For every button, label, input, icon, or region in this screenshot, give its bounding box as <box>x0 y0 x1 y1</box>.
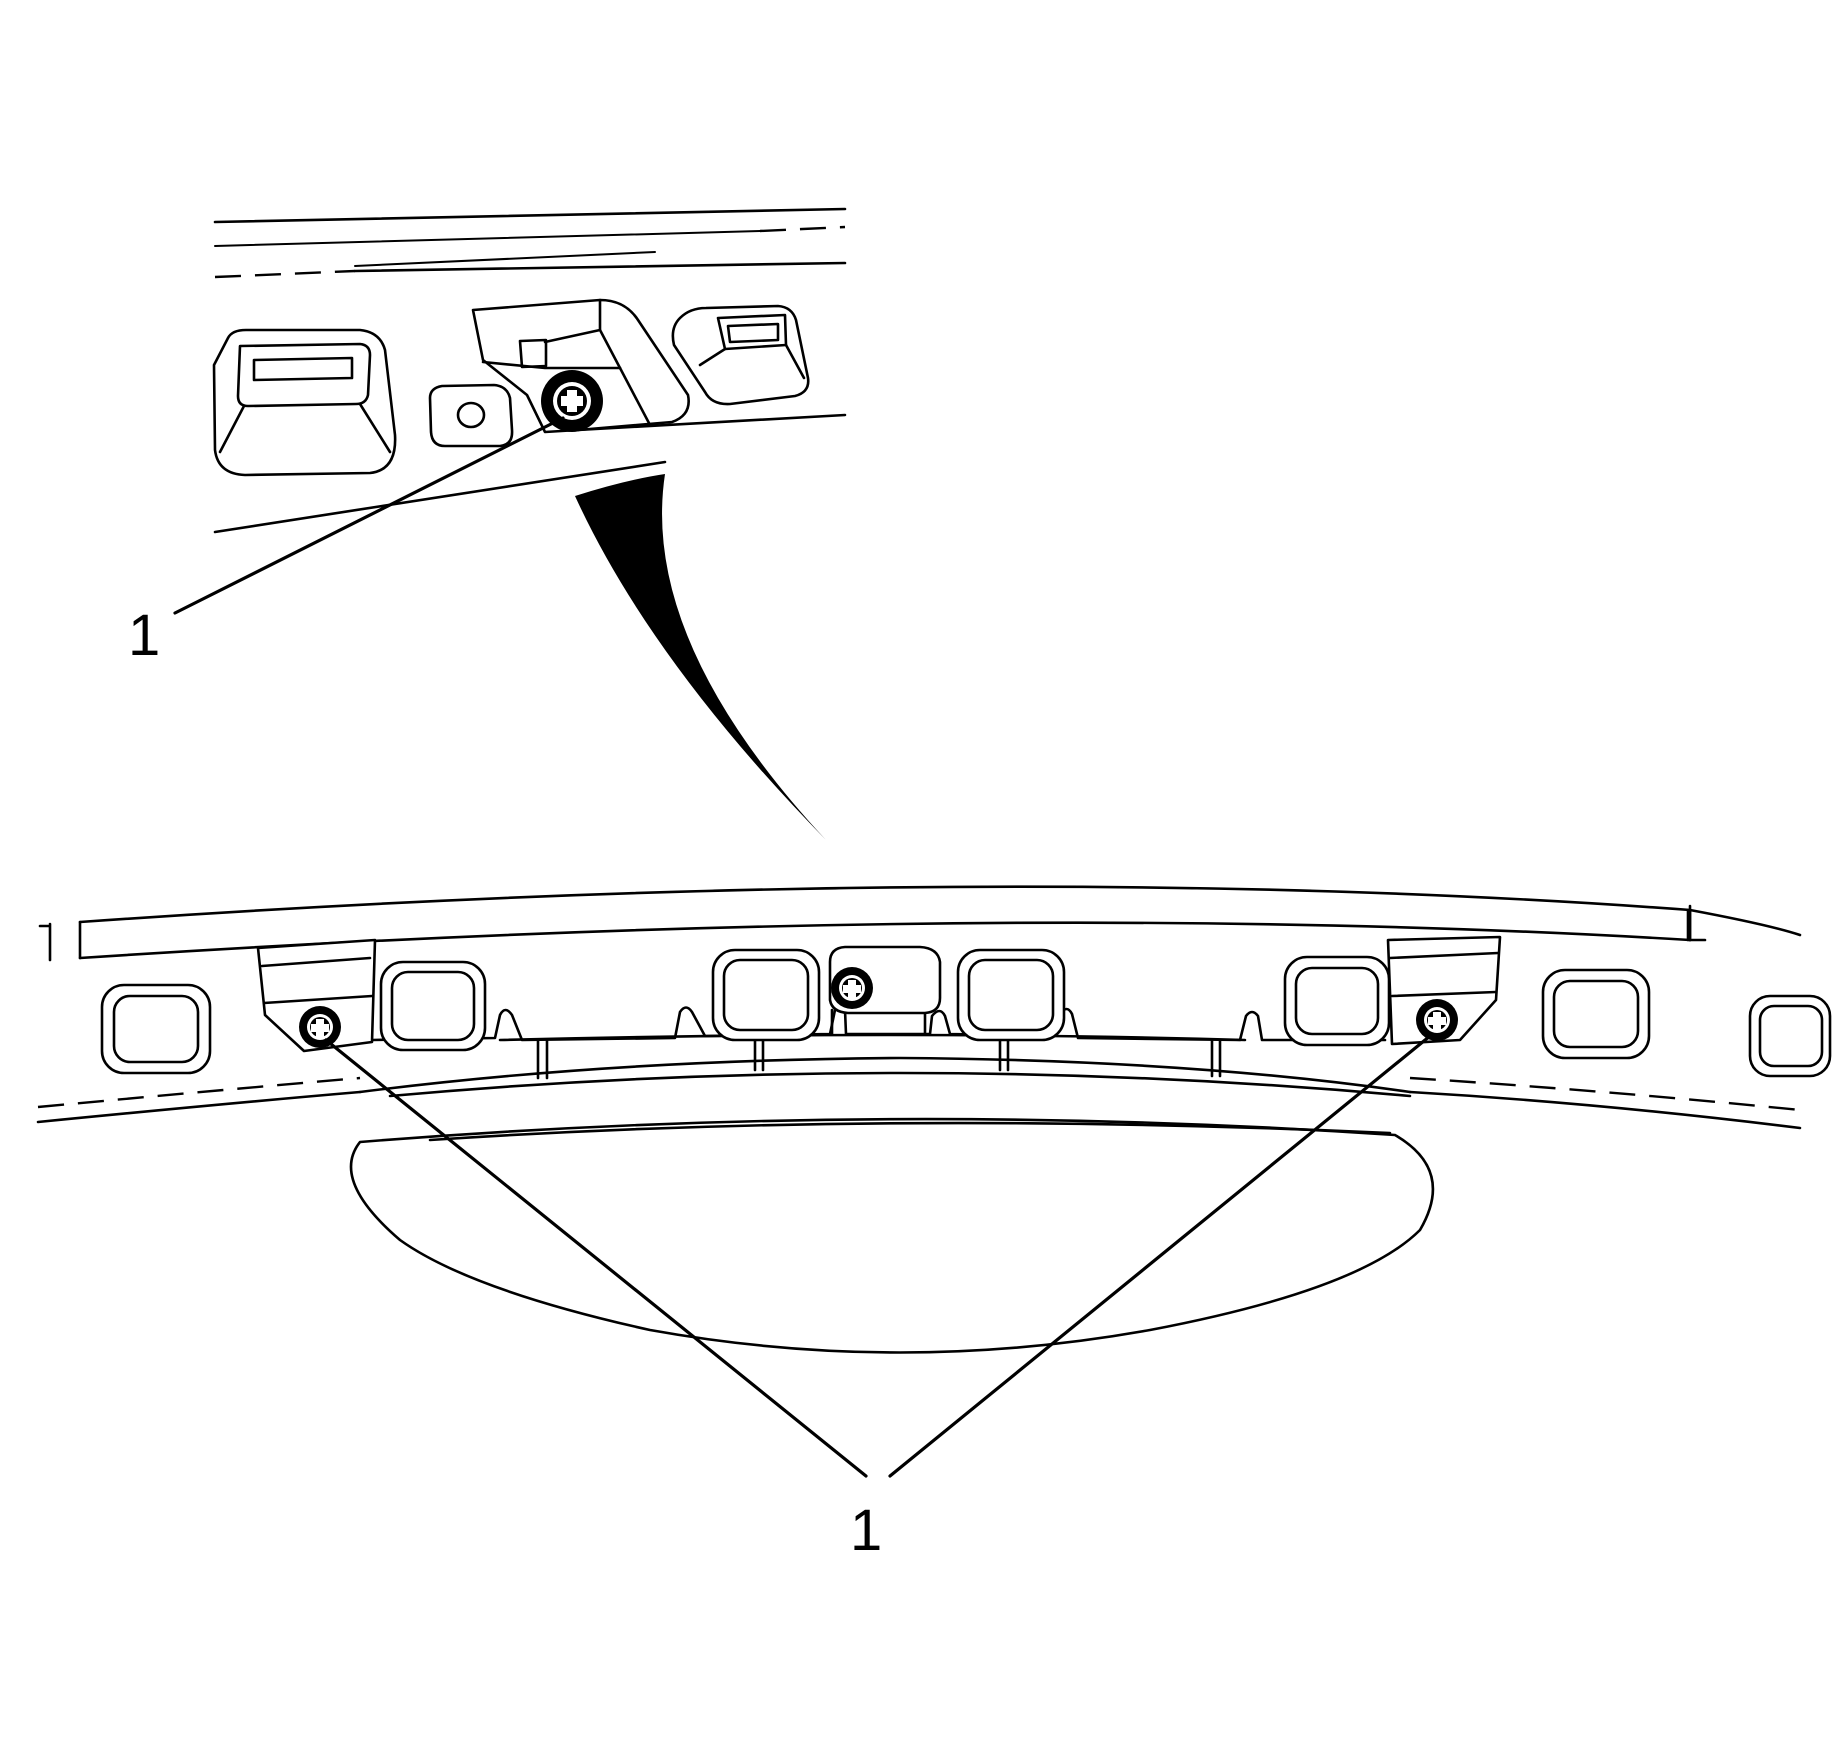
detail-screw-icon <box>541 370 603 432</box>
detail-edge-dashed-2 <box>214 269 356 279</box>
view-transition-arrow <box>575 474 826 840</box>
detail-clip-left <box>212 328 397 477</box>
panel-lower-dashed-left <box>37 1076 361 1109</box>
carrier-rib-1 <box>536 1038 549 1080</box>
clip-6 <box>1541 968 1651 1060</box>
carrier-bar-bottom <box>358 1056 1412 1094</box>
carrier-rib-3 <box>998 1034 1010 1072</box>
detail-edge-line-4 <box>353 261 847 273</box>
panel-left-tick <box>38 922 52 962</box>
main-view <box>36 885 1832 1478</box>
carrier-rib-2 <box>753 1034 765 1072</box>
clip-4 <box>956 948 1066 1042</box>
screw-icon-center <box>831 967 873 1009</box>
carrier-bar-lower-edge <box>388 1071 1412 1098</box>
bracket-left <box>256 938 377 1053</box>
bracket-teeth-edge <box>370 1004 1387 1042</box>
clip-3 <box>711 948 821 1042</box>
panel-right-edge <box>1688 908 1802 937</box>
bracket-right <box>1386 935 1502 1046</box>
leader-line-left <box>324 1038 868 1478</box>
detail-edge-dashed-1 <box>759 225 846 233</box>
panel-lower-left <box>36 1090 362 1124</box>
screw-icon-left <box>299 1006 341 1048</box>
trim-strip-right-tail <box>1686 908 1707 942</box>
clip-7 <box>1748 994 1832 1078</box>
detail-center-bracket <box>471 298 690 434</box>
main-callout-label: 1 <box>850 1498 882 1563</box>
detail-edge-line-2 <box>214 230 761 247</box>
detail-clip-right <box>671 304 810 406</box>
panel-lower-dashed-right <box>1409 1076 1801 1112</box>
lens-outline <box>349 1117 1435 1354</box>
detail-view <box>173 207 847 615</box>
panel-lower-right <box>1408 1090 1802 1130</box>
detail-lower-edge <box>213 460 667 534</box>
clip-1 <box>100 983 212 1075</box>
screw-icon-right <box>1416 999 1458 1041</box>
detail-edge-line-3 <box>354 251 656 267</box>
clip-5 <box>1283 955 1391 1047</box>
detail-leader-line <box>173 416 565 615</box>
detail-edge-line-1 <box>213 207 847 224</box>
trim-strip-top <box>78 885 1692 924</box>
detail-round-boss <box>428 383 514 448</box>
leader-line-right <box>888 1034 1432 1478</box>
clip-2 <box>379 960 487 1052</box>
detail-callout-label: 1 <box>128 603 160 668</box>
lens-top-edge <box>428 1121 1392 1142</box>
carrier-rib-4 <box>1210 1038 1222 1078</box>
